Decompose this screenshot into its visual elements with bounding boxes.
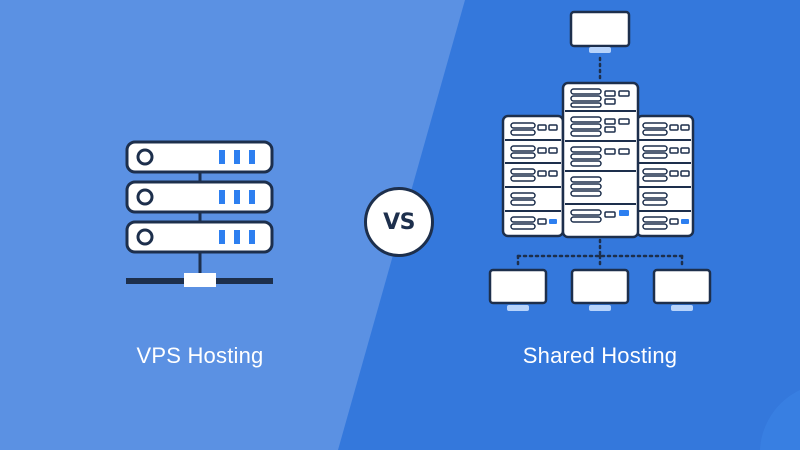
status-bar (249, 150, 255, 164)
server-rack-icon (125, 140, 274, 287)
status-bar (249, 190, 255, 204)
monitor-icon (652, 268, 712, 311)
monitor-icon (569, 10, 631, 53)
shared-server-network-icon (488, 10, 712, 311)
shared-hosting-label: Shared Hosting (522, 343, 678, 368)
status-bar (234, 150, 240, 164)
vs-badge: VS (364, 187, 434, 257)
power-light-icon (136, 148, 154, 166)
status-bar (219, 190, 225, 204)
status-bar (219, 230, 225, 244)
power-light-icon (136, 188, 154, 206)
monitor-icon (570, 268, 630, 311)
status-bar (234, 230, 240, 244)
status-bar (234, 190, 240, 204)
network-port (184, 273, 216, 287)
decorative-circle (760, 390, 800, 450)
server-unit (125, 220, 274, 254)
status-bar (219, 150, 225, 164)
dotted-network-lines (516, 238, 684, 270)
vs-text: VS (383, 209, 415, 235)
vps-hosting-label: VPS Hosting (136, 343, 264, 368)
server-cabinet (561, 81, 640, 239)
monitor-icon (488, 268, 548, 311)
power-light-icon (136, 228, 154, 246)
server-unit (125, 180, 274, 214)
server-cabinet (501, 114, 565, 238)
server-cabinet (635, 114, 695, 238)
server-unit (125, 140, 274, 174)
status-bar (249, 230, 255, 244)
